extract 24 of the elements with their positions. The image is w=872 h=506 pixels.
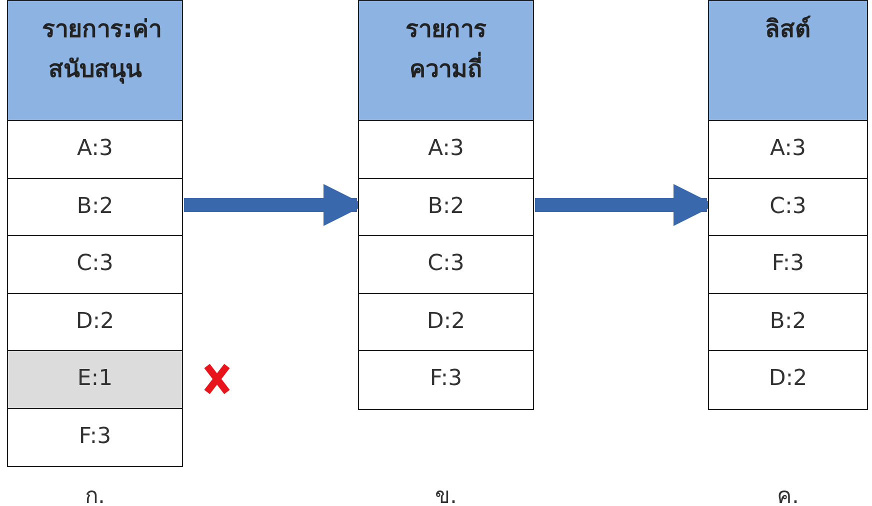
table-cell: F:3 [709, 236, 867, 294]
table-cell: D:2 [709, 351, 867, 408]
table-header: รายการ:ค่าสนับสนุน [8, 1, 182, 121]
table [708, 0, 868, 410]
table-caption: ค. [776, 483, 800, 506]
table [358, 0, 534, 410]
table-cell: F:3 [359, 351, 533, 408]
table-cell: E:1 [8, 351, 182, 408]
table-cell: B:2 [709, 294, 867, 351]
table-caption: ข. [434, 483, 458, 506]
table-cell: D:2 [359, 294, 533, 351]
table-cell: B:2 [8, 178, 182, 236]
table-cell: C:3 [709, 178, 867, 236]
table-cell: A:3 [8, 121, 182, 178]
table-header: รายการความถี่ [359, 1, 533, 121]
table-cell: C:3 [359, 236, 533, 294]
table-cell: B:2 [359, 178, 533, 236]
table-caption: ก. [84, 483, 106, 506]
table-cell: C:3 [8, 236, 182, 294]
table-cell: A:3 [709, 121, 867, 178]
table-header: ลิสต์ [709, 1, 867, 121]
table-cell: F:3 [8, 408, 182, 466]
table [7, 0, 183, 467]
table-cell: A:3 [359, 121, 533, 178]
